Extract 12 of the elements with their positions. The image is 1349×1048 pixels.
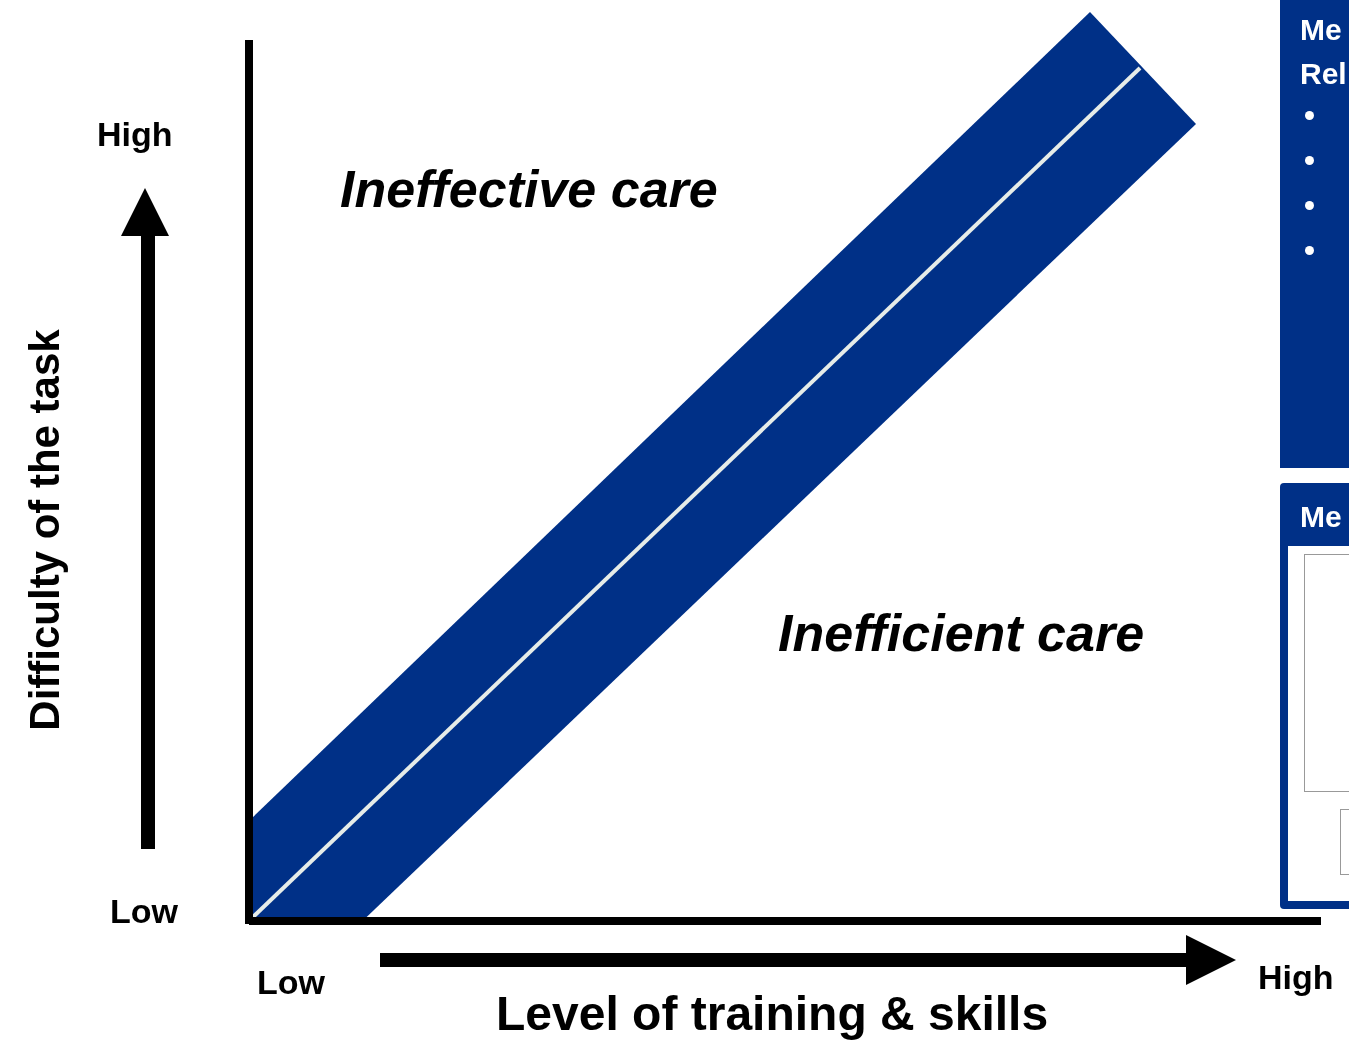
region-label: Inefficient care xyxy=(778,607,1145,659)
side-panel xyxy=(1280,483,1349,909)
axis-tick-label: High xyxy=(1258,960,1334,994)
axis-title: Level of training & skills xyxy=(496,990,1049,1038)
axis-tick-label: High xyxy=(97,117,173,151)
panel-heading: Me Rel xyxy=(1300,12,1348,92)
axis-tick-label: Low xyxy=(257,965,325,999)
axis-tick-label: Low xyxy=(110,894,178,928)
side-panel xyxy=(1280,0,1349,468)
axis-title: Difficulty of the task xyxy=(24,329,66,731)
panel-heading: Me xyxy=(1300,499,1343,535)
region-label: Ineffective care xyxy=(340,163,718,215)
